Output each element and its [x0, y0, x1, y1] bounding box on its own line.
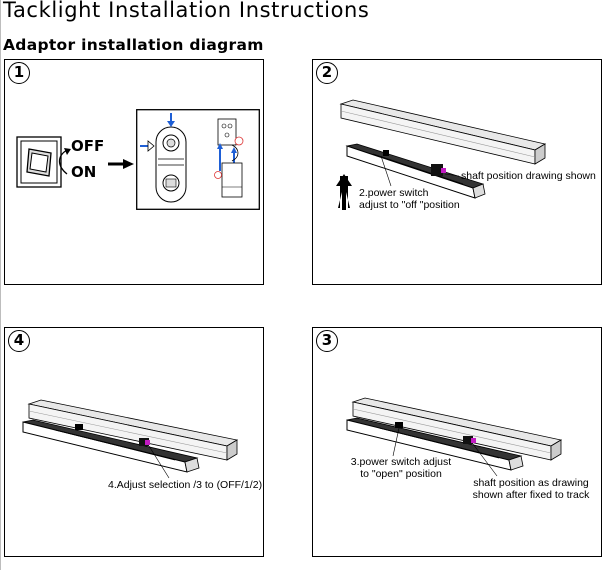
switch-off-label: OFF	[71, 137, 105, 155]
step-number-badge: 1	[8, 62, 30, 84]
panel-step-1: 1 OFF ON	[4, 59, 264, 285]
track-rail-figure	[336, 99, 547, 210]
section-subtitle: Adaptor installation diagram	[3, 36, 264, 54]
panel-step-2: 2 shaft position drawing shown 2.power s…	[312, 59, 602, 285]
adjust-selection-label: 4.Adjust selection /3 to (OFF/1/2)	[108, 479, 263, 491]
panel-step-3: 3 3.power switch adjust to "open" positi…	[312, 327, 602, 557]
power-switch-label: 3.power switch adjust	[350, 456, 452, 468]
page-title: Tacklight Installation Instructions	[3, 0, 370, 22]
panel-step-4: 4 4.Adjust selection /3 to (OFF/1/2)	[4, 327, 264, 557]
switch-box-icon	[16, 136, 62, 188]
track-rail-figure	[346, 397, 563, 477]
switch-on-label: ON	[71, 163, 97, 181]
step-number-badge: 4	[8, 330, 30, 352]
power-switch-label: 2.power switch	[359, 187, 429, 199]
adaptor-detail-figure	[136, 109, 260, 210]
curved-arrow-icon	[58, 148, 71, 175]
left-edge-line	[0, 0, 1, 570]
shaft-position-label: shaft position as drawing	[473, 477, 589, 489]
track-rail-figure	[22, 399, 239, 479]
shaft-position-label: shaft position drawing shown	[461, 170, 596, 182]
shaft-position-label-2: shown after fixed to track	[472, 489, 590, 501]
power-switch-label-2: to "open" position	[360, 468, 442, 480]
power-switch-label-2: adjust to "off "position	[359, 199, 460, 211]
right-arrow-icon	[108, 159, 134, 169]
step-number-badge: 3	[316, 330, 338, 352]
step-number-badge: 2	[316, 62, 338, 84]
